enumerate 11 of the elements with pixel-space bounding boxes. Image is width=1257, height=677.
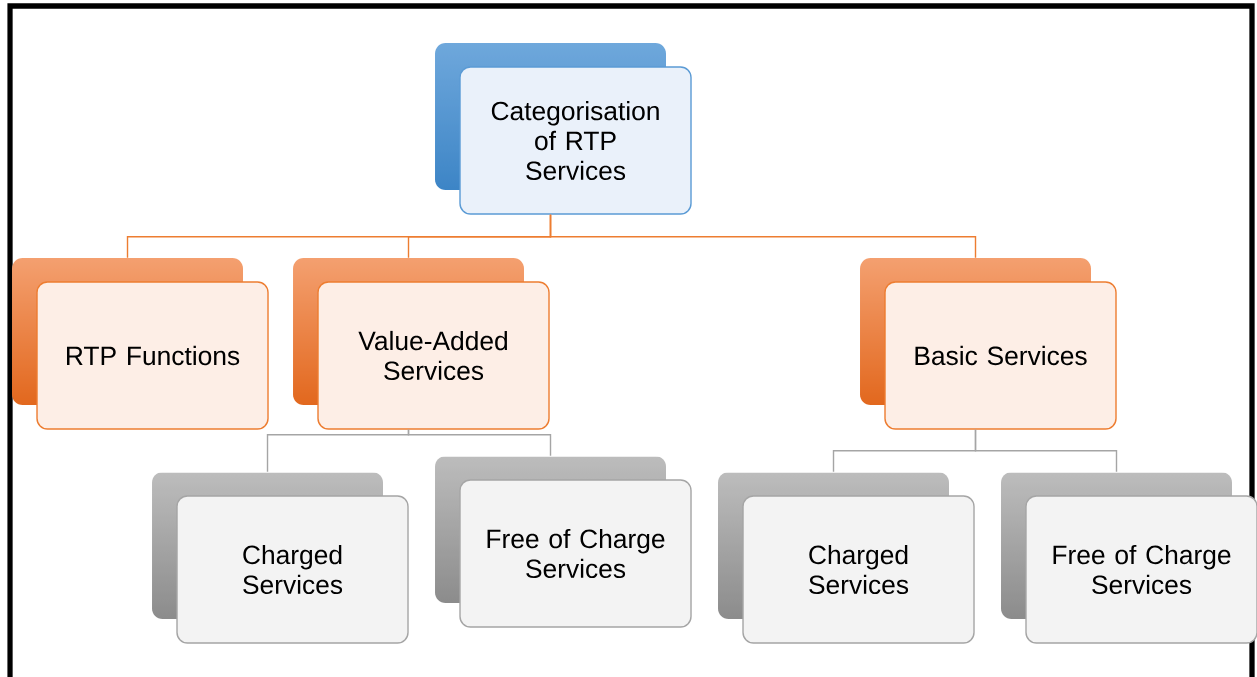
service-box: Charged Services bbox=[742, 495, 975, 644]
service-box: Categorisation of RTP Services bbox=[459, 66, 692, 215]
connector-line bbox=[549, 214, 977, 259]
service-box: Value-Added Services bbox=[317, 281, 550, 430]
service-box: Basic Services bbox=[884, 281, 1117, 430]
connector-line bbox=[974, 429, 1118, 473]
connector-line bbox=[407, 429, 552, 457]
service-box: Charged Services bbox=[176, 495, 409, 644]
service-box: RTP Functions bbox=[36, 281, 269, 430]
service-box: Free of Charge Services bbox=[1025, 495, 1257, 644]
service-box: Free of Charge Services bbox=[459, 479, 692, 628]
